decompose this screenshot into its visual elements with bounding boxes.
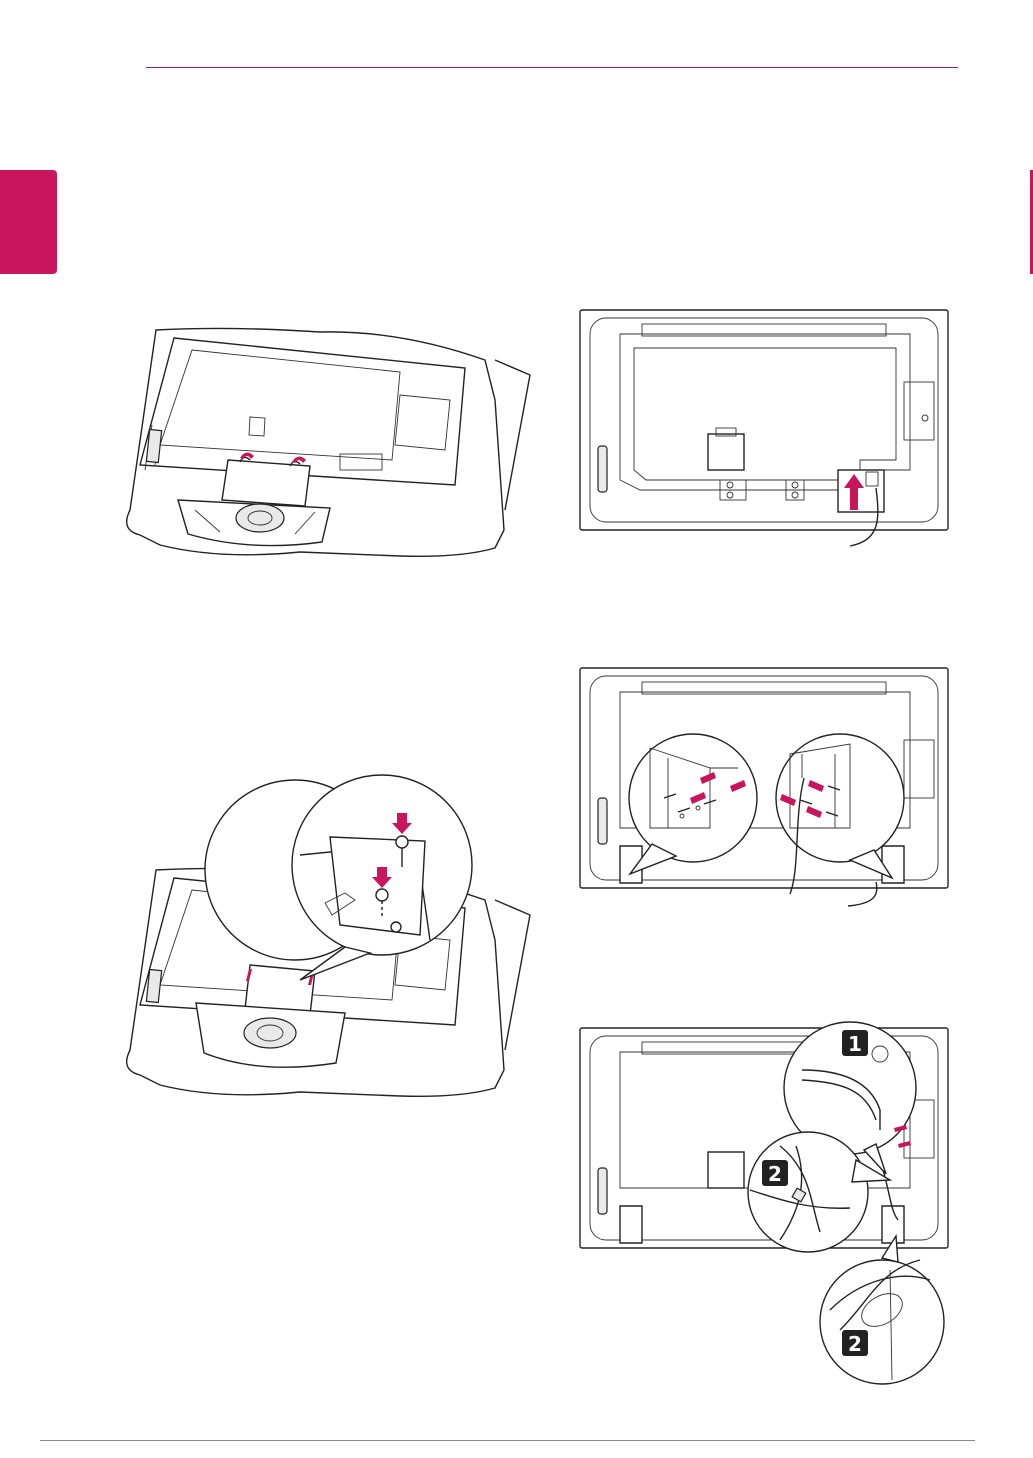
step-badge-2b: 2: [842, 1331, 868, 1357]
figure-tv-stand-screws: [100, 775, 530, 1105]
figure-rear-panel-cable: [580, 310, 950, 550]
footer-rule: [40, 1440, 975, 1441]
figure-tv-stand-back: [100, 320, 530, 580]
step-badge-1: 1: [842, 1031, 868, 1057]
header-rule: [146, 67, 958, 68]
section-tab: [0, 170, 57, 274]
figure-rear-panel-cable-ties: [580, 1010, 960, 1390]
step-badge-2a: 2: [762, 1161, 788, 1187]
figure-rear-panel-brackets: [580, 668, 960, 908]
